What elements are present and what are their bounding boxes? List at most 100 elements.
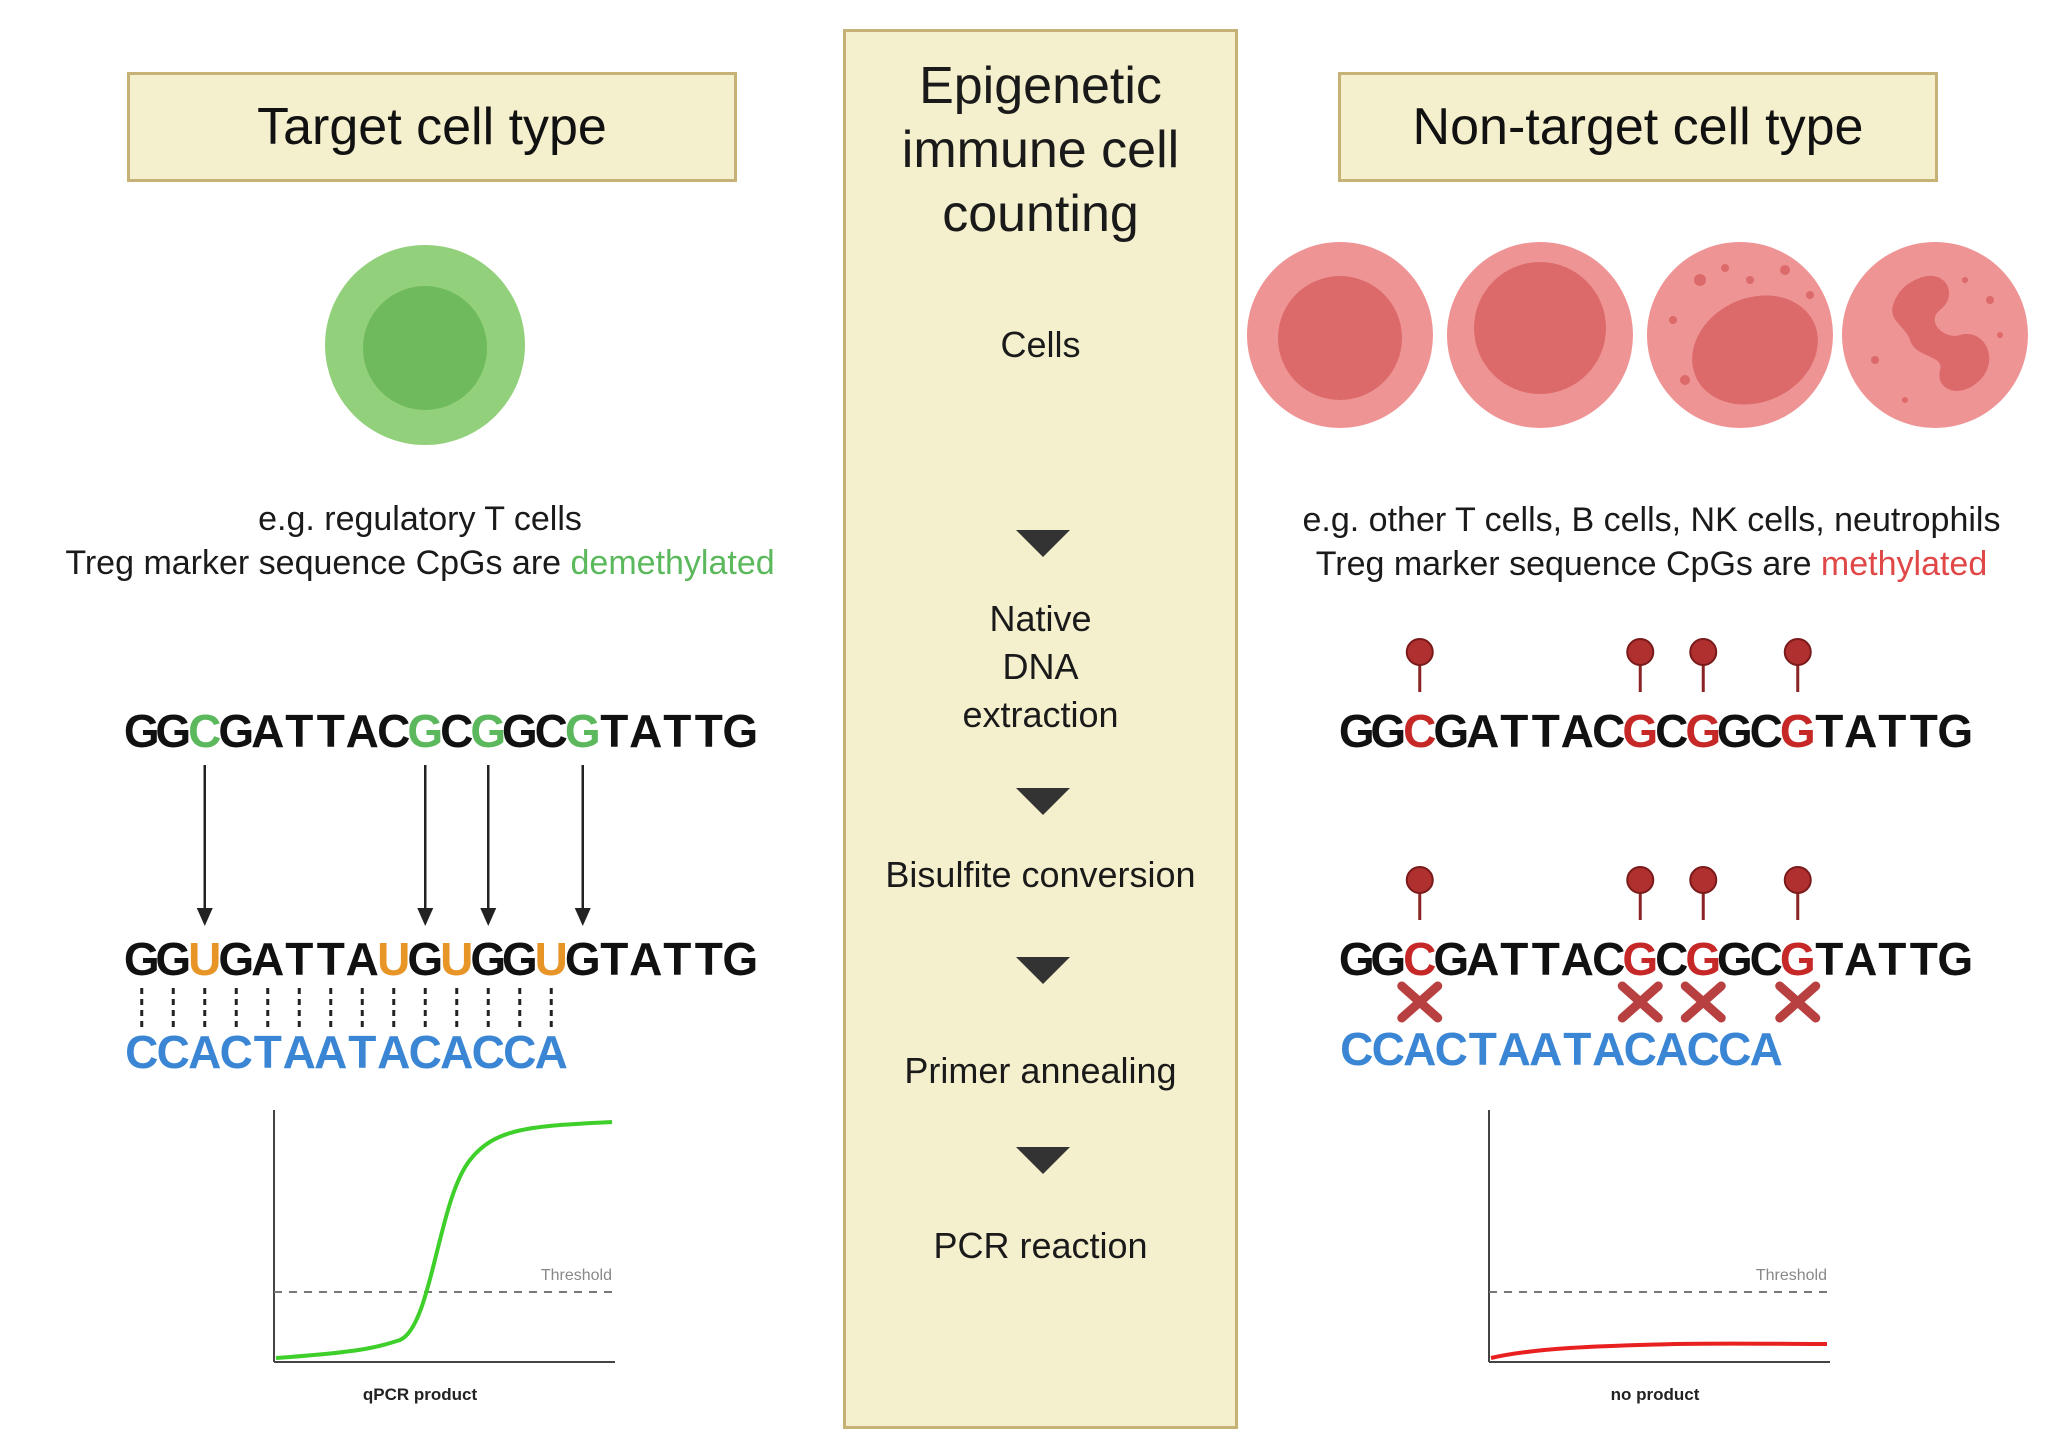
converted-base: G — [1780, 933, 1816, 985]
conversion-arrow-head — [480, 908, 497, 926]
neutrophil-icon — [1842, 242, 2028, 428]
converted-base: A — [346, 933, 379, 985]
converted-base: G — [1937, 933, 1973, 985]
converted-base: G — [124, 933, 160, 985]
primer-base: T — [1469, 1023, 1497, 1075]
converted-base: G — [407, 933, 443, 985]
converted-base: T — [285, 933, 313, 985]
primer-base: A — [377, 1026, 410, 1078]
flow-arrow-1 — [1016, 530, 1070, 557]
converted-base: C — [1655, 933, 1688, 985]
methyl-group-icon — [1405, 866, 1434, 894]
native-base: G — [1685, 705, 1721, 757]
native-base: T — [695, 705, 723, 757]
converted-base: G — [155, 933, 191, 985]
converted-base: T — [1500, 933, 1528, 985]
converted-base: G — [1370, 933, 1406, 985]
converted-base: T — [600, 933, 628, 985]
primer-base: C — [472, 1026, 505, 1078]
native-base: T — [285, 705, 313, 757]
primer-base: C — [1687, 1023, 1720, 1075]
native-base: T — [1532, 705, 1560, 757]
native-base: T — [1910, 705, 1938, 757]
native-base: G — [1370, 705, 1406, 757]
native-base: G — [1780, 705, 1816, 757]
methyl-group-icon — [1626, 638, 1655, 666]
native-base: C — [440, 705, 473, 757]
converted-base: A — [629, 933, 662, 985]
t-cell-icon — [1247, 242, 1433, 428]
converted-base: T — [1815, 933, 1843, 985]
primer-base: C — [220, 1026, 253, 1078]
methyl-group-icon — [1626, 866, 1655, 894]
target-qpcr-chart: Threshold qPCR product — [273, 1110, 615, 1404]
converted-base: U — [440, 933, 473, 985]
target-status-line: Treg marker sequence CpGs are demethylat… — [65, 544, 775, 582]
converted-base: G — [565, 933, 601, 985]
non-target-cells-icons — [1247, 242, 2028, 428]
demethylated-highlight: demethylated — [570, 544, 775, 582]
primer-base: T — [1563, 1023, 1591, 1075]
primer-base: C — [409, 1026, 442, 1078]
primer-base: C — [503, 1026, 536, 1078]
native-base: C — [1592, 705, 1625, 757]
native-base: G — [1717, 705, 1753, 757]
mismatch-cross-icon — [1775, 981, 1821, 1023]
converted-base: G — [1622, 933, 1658, 985]
primer-base: C — [1624, 1023, 1657, 1075]
non-target-examples: e.g. other T cells, B cells, NK cells, n… — [1302, 501, 2001, 539]
primer-base: A — [188, 1026, 221, 1078]
converted-base: A — [1466, 933, 1499, 985]
native-base: A — [251, 705, 284, 757]
target-cell-icon — [325, 245, 525, 445]
converted-base: G — [502, 933, 538, 985]
native-base: T — [600, 705, 628, 757]
native-base: C — [188, 705, 221, 757]
native-base: G — [565, 705, 601, 757]
step-primer-annealing: Primer annealing — [904, 1050, 1177, 1091]
native-base: G — [1937, 705, 1973, 757]
primer-base: T — [254, 1026, 282, 1078]
target-chart-caption: qPCR product — [363, 1385, 478, 1404]
primer-base: A — [1750, 1023, 1783, 1075]
target-threshold-label: Threshold — [541, 1267, 612, 1284]
non-target-cell-type-label: Non-target cell type — [1338, 72, 1938, 182]
native-base: G — [1622, 705, 1658, 757]
native-base: C — [1750, 705, 1783, 757]
workflow-title: Epigenetic immune cell counting — [901, 57, 1180, 243]
primer-base: A — [314, 1026, 347, 1078]
native-base: G — [124, 705, 160, 757]
converted-base: C — [1403, 933, 1436, 985]
primer-base: A — [1655, 1023, 1688, 1075]
converted-base: T — [1878, 933, 1906, 985]
converted-base: A — [251, 933, 284, 985]
native-base: C — [377, 705, 410, 757]
primer-base: C — [1372, 1023, 1405, 1075]
native-base: A — [1466, 705, 1499, 757]
converted-base: C — [1592, 933, 1625, 985]
primer-binding-lines — [140, 988, 553, 1028]
native-base: G — [407, 705, 443, 757]
mismatch-cross-icon — [1617, 981, 1663, 1023]
conversion-arrows — [196, 765, 591, 926]
converted-base: U — [377, 933, 410, 985]
methyl-group-markers-bottom — [1405, 866, 1812, 920]
native-base: A — [1561, 705, 1594, 757]
non-target-threshold-label: Threshold — [1756, 1267, 1827, 1284]
primer-base: C — [125, 1026, 158, 1078]
primer-base: C — [157, 1026, 190, 1078]
native-base: G — [722, 705, 758, 757]
primer-base: C — [1435, 1023, 1468, 1075]
converted-base: T — [1910, 933, 1938, 985]
conversion-arrow-head — [196, 908, 213, 926]
converted-base: U — [188, 933, 221, 985]
primer-base: T — [348, 1026, 376, 1078]
nk-cell-icon — [1647, 242, 1833, 428]
primer-base: C — [1718, 1023, 1751, 1075]
primer-base: A — [1403, 1023, 1436, 1075]
primer-base: C — [1340, 1023, 1373, 1075]
